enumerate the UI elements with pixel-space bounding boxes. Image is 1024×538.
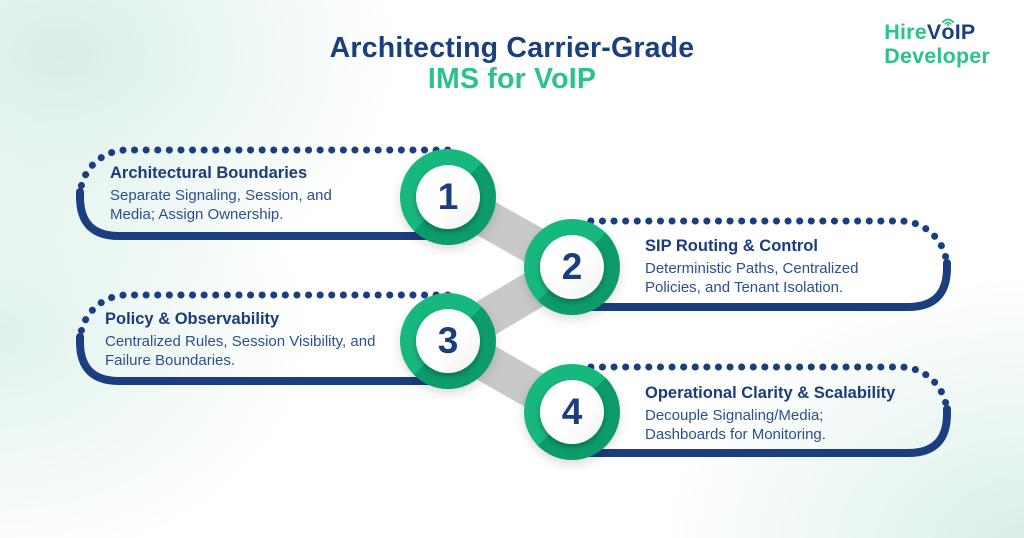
step-circle-2: 2	[524, 219, 620, 315]
page-title: Architecting Carrier-Grade IMS for VoIP	[0, 33, 1024, 95]
logo-o: o	[941, 18, 955, 45]
step-circle-inner: 1	[416, 165, 480, 229]
card-text: Architectural Boundaries Separate Signal…	[110, 164, 350, 224]
card-architectural-boundaries: Architectural Boundaries Separate Signal…	[72, 142, 462, 242]
step-circle-3: 3	[400, 293, 496, 389]
card-policy-observability: Policy & Observability Centralized Rules…	[72, 287, 462, 387]
card-border	[580, 363, 951, 457]
card-title: Architectural Boundaries	[110, 164, 308, 182]
step-number: 4	[561, 391, 583, 432]
card-sip-routing-control: SIP Routing & Control Deterministic Path…	[580, 213, 955, 313]
logo-ip: IP	[954, 20, 976, 44]
card-operational-clarity-scalability: Operational Clarity & Scalability Decoup…	[580, 359, 955, 459]
card-description: Centralized Rules, Session Visibility, a…	[105, 333, 376, 369]
card-description: Separate Signaling, Session, and Media; …	[110, 187, 332, 223]
step-number: 1	[437, 176, 459, 217]
step-number: 3	[437, 320, 459, 361]
card-text: Policy & Observability Centralized Rules…	[105, 310, 386, 370]
card-title: SIP Routing & Control	[645, 237, 818, 255]
step-circle-inner: 4	[540, 380, 604, 444]
logo-hire: Hire	[884, 20, 927, 44]
card-description: Deterministic Paths, Centralized Policie…	[645, 260, 859, 296]
card-border	[76, 291, 462, 385]
card-border	[76, 146, 462, 240]
card-title: Policy & Observability	[105, 310, 280, 328]
card-description: Decouple Signaling/Media; Dashboards for…	[645, 407, 826, 443]
page-title-line2: IMS for VoIP	[427, 63, 597, 95]
card-title: Operational Clarity & Scalability	[645, 384, 896, 402]
brand-logo-line2: Developer	[884, 43, 990, 68]
step-circle-4: 4	[524, 364, 620, 460]
page-title-line1: Architecting Carrier-Grade	[329, 32, 695, 64]
card-text: SIP Routing & Control Deterministic Path…	[645, 237, 895, 297]
wifi-icon	[941, 18, 955, 26]
logo-v: V	[926, 20, 942, 44]
card-border	[580, 217, 951, 311]
step-circle-inner: 2	[540, 235, 604, 299]
step-number: 2	[561, 246, 583, 287]
step-circle-1: 1	[400, 149, 496, 245]
step-circle-inner: 3	[416, 309, 480, 373]
card-text: Operational Clarity & Scalability Decoup…	[645, 384, 895, 444]
